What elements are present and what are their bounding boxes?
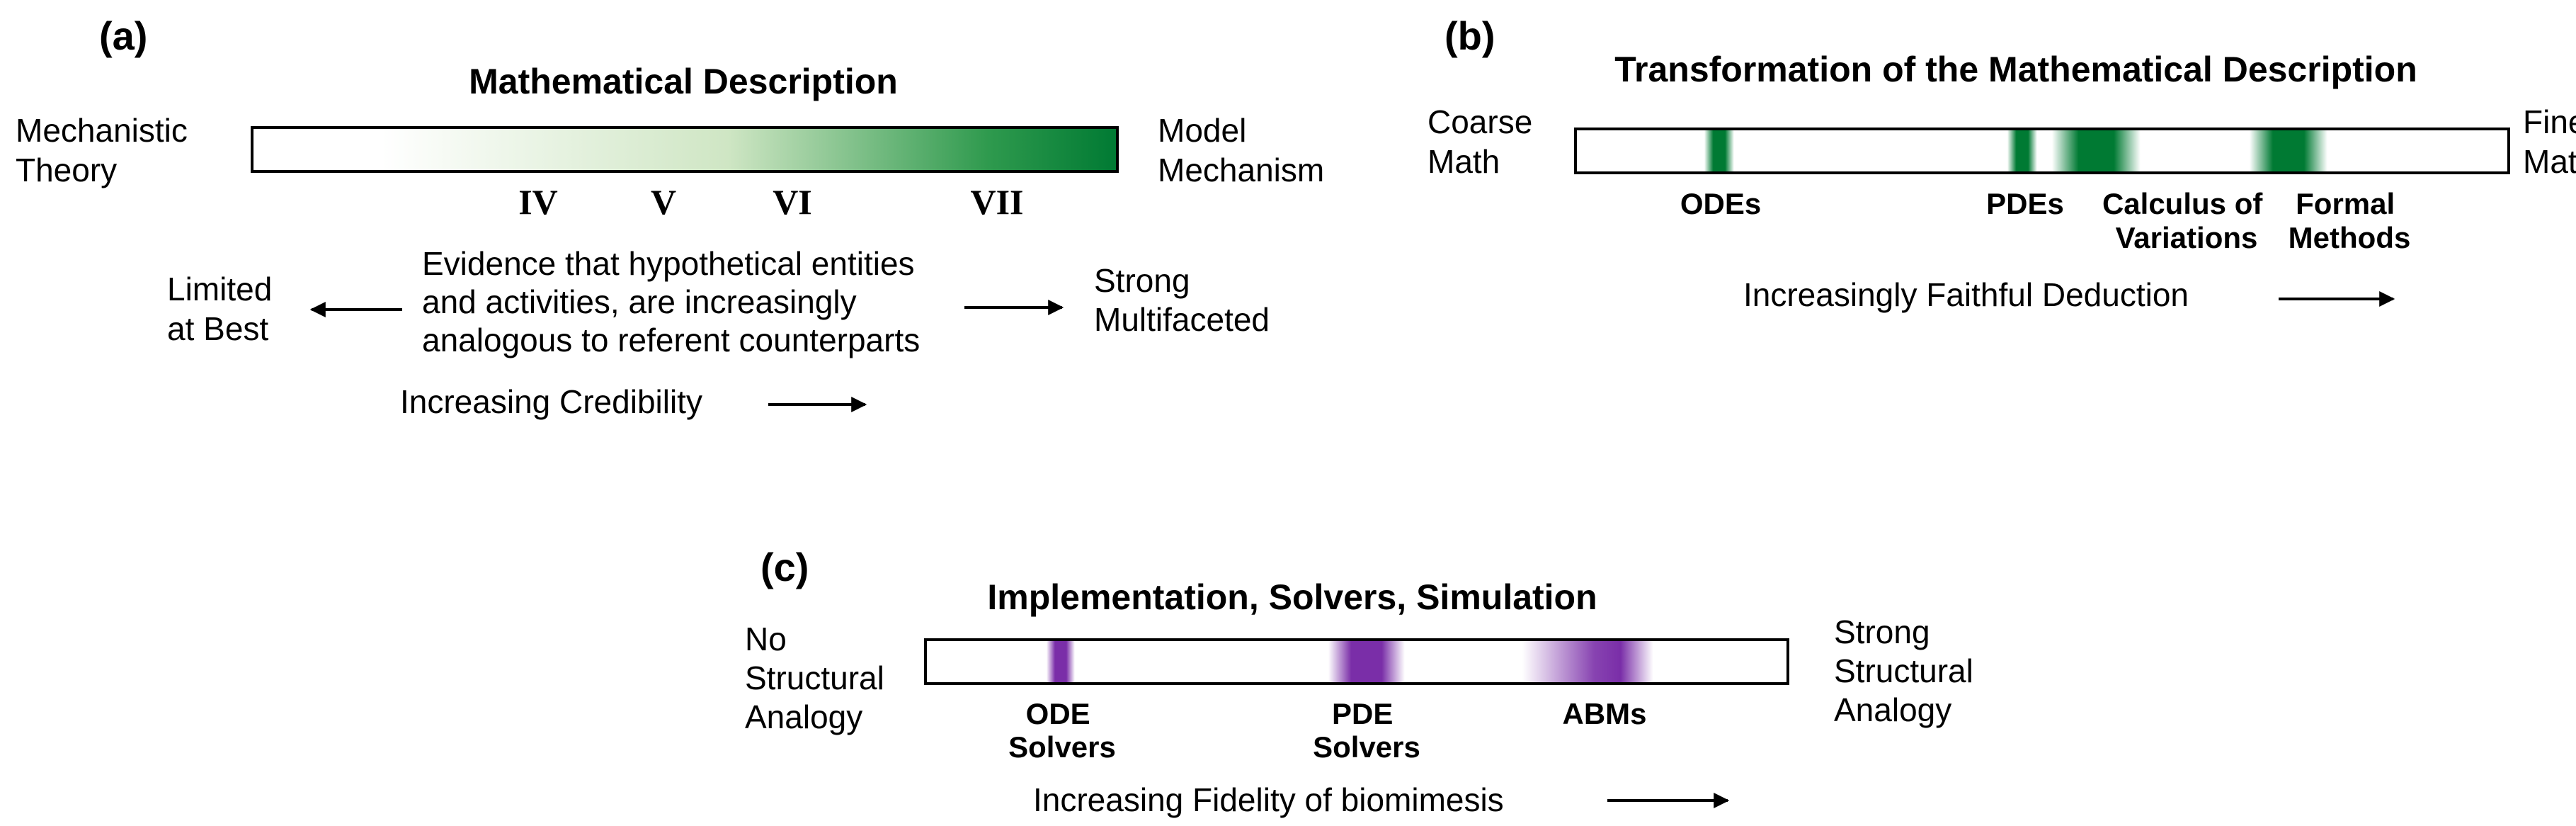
panel-a-right-end-line-2: Multifaceted (1094, 301, 1270, 338)
panel-c-right-label: Strong Structural Analogy (1834, 613, 1983, 728)
label-calculus-of-variations: Calculus of Variations (2102, 187, 2271, 254)
panel-a-left-label-line-1: Mechanistic (16, 112, 188, 149)
label-ode-solvers: ODE Solvers (1008, 697, 1116, 764)
panel-c-left-label-line-3: Analogy (745, 698, 862, 735)
panel-c-left-label: No Structural Analogy (745, 621, 894, 735)
panel-a-left-end-line-1: Limited (167, 271, 272, 307)
credibility-gradient-bar (251, 126, 1119, 173)
credibility-axis-text: Increasing Credibility (400, 383, 702, 420)
band-odes (1704, 130, 1734, 171)
panel-b-right-label: Fine Math (2523, 103, 2576, 180)
band-abms (1522, 641, 1653, 682)
panel-b-left-label-line-2: Math (1427, 143, 1500, 180)
band-formal-methods (2250, 130, 2327, 171)
panel-a-right-label: Model Mechanism (1158, 112, 1324, 188)
panel-b-left-label: Coarse Math (1427, 103, 1541, 180)
panel-a-left-end: Limited at Best (167, 271, 281, 347)
panel-a-right-end: Strong Multifaceted (1094, 262, 1270, 338)
panel-a-title: Mathematical Description (469, 62, 898, 101)
panel-b-right-label-line-1: Fine (2523, 103, 2576, 140)
panel-c: (c) Implementation, Solvers, Simulation … (745, 545, 1983, 818)
panel-b: (b) Transformation of the Mathematical D… (1427, 13, 2576, 313)
deduction-axis-text: Increasingly Faithful Deduction (1743, 276, 2189, 313)
panel-c-title: Implementation, Solvers, Simulation (987, 577, 1597, 617)
panel-a-letter: (a) (99, 13, 147, 58)
numeral-vii: VII (970, 182, 1023, 222)
panel-a-right-end-line-1: Strong (1094, 262, 1190, 299)
panel-b-right-label-line-2: Math (2523, 143, 2576, 180)
panel-c-left-label-line-2: Structural (745, 660, 884, 696)
panel-b-title: Transformation of the Mathematical Descr… (1614, 50, 2417, 89)
fidelity-axis-text: Increasing Fidelity of biomimesis (1033, 781, 1504, 818)
band-pdes (2007, 130, 2037, 171)
label-abms: ABMs (1562, 697, 1646, 730)
panel-c-right-label-line-3: Analogy (1834, 691, 1951, 728)
evidence-text-line-1: Evidence that hypothetical entities (422, 245, 915, 282)
label-ode-solvers-line-1: ODE (1026, 697, 1090, 730)
panel-a-left-label: Mechanistic Theory (16, 112, 197, 188)
panel-b-left-label-line-1: Coarse (1427, 103, 1532, 140)
label-formal-methods: Formal Methods (2289, 187, 2411, 254)
label-pde-solvers: PDE Solvers (1313, 697, 1420, 764)
panel-c-right-label-line-1: Strong (1834, 613, 1930, 650)
panel-b-letter: (b) (1444, 13, 1495, 58)
band-calculus-of-variations (2052, 130, 2141, 171)
label-pde-solvers-line-2: Solvers (1313, 730, 1420, 764)
panel-a-left-end-line-2: at Best (167, 310, 268, 347)
label-odes: ODEs (1680, 187, 1761, 220)
evidence-text: Evidence that hypothetical entities and … (422, 245, 923, 358)
band-ode-solvers (1047, 641, 1075, 682)
numeral-v: V (651, 182, 676, 222)
numeral-iv: IV (518, 182, 558, 222)
panel-a-right-label-line-2: Mechanism (1158, 152, 1324, 188)
panel-a-left-label-line-2: Theory (16, 152, 117, 188)
label-formal-line-2: Methods (2289, 221, 2411, 254)
label-formal-line-1: Formal (2296, 187, 2395, 220)
band-pde-solvers (1328, 641, 1405, 682)
panel-c-left-label-line-1: No (745, 621, 787, 657)
panel-c-right-label-line-2: Structural (1834, 652, 1973, 689)
panel-a: (a) Mathematical Description Mechanistic… (16, 13, 1324, 420)
label-ode-solvers-line-2: Solvers (1008, 730, 1116, 764)
label-calculus-line-2: Variations (2116, 221, 2258, 254)
panel-a-right-label-line-1: Model (1158, 112, 1246, 149)
numeral-vi: VI (773, 182, 812, 222)
label-calculus-line-1: Calculus of (2102, 187, 2263, 220)
evidence-text-line-3: analogous to referent counterparts (422, 322, 920, 358)
evidence-text-line-2: and activities, are increasingly (422, 283, 857, 320)
label-pdes: PDEs (1986, 187, 2064, 220)
panel-c-letter: (c) (760, 545, 809, 589)
label-pde-solvers-line-1: PDE (1332, 697, 1393, 730)
